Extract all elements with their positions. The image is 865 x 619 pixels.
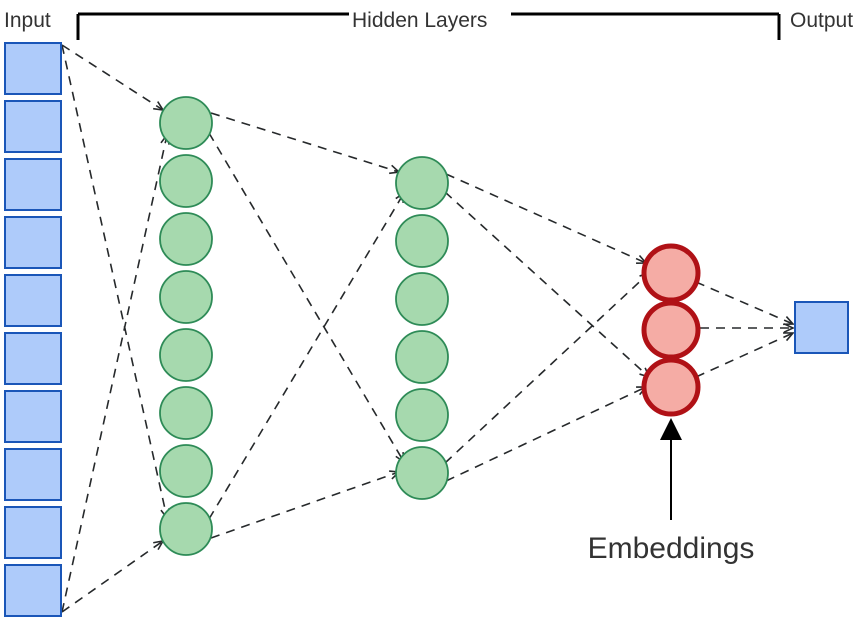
- input-node-3[interactable]: [4, 158, 62, 211]
- output-layer-label: Output: [790, 9, 853, 32]
- embedding-layer: [641, 243, 701, 417]
- input-node-2[interactable]: [4, 100, 62, 153]
- edge-hidden1-top-to-hidden2-bottom: [208, 132, 405, 463]
- input-node-5[interactable]: [4, 274, 62, 327]
- hidden-layer-2-node-3[interactable]: [395, 272, 449, 326]
- hidden-layer-2-node-2[interactable]: [395, 214, 449, 268]
- annotation-arrow-head: [660, 418, 682, 440]
- hidden-layer-2-node-5[interactable]: [395, 388, 449, 442]
- edge-hidden1-top-to-hidden2-top: [210, 112, 400, 173]
- input-node-7[interactable]: [4, 390, 62, 443]
- edge-hidden2-top-to-embedding-bottom: [444, 191, 650, 378]
- input-node-6[interactable]: [4, 332, 62, 385]
- input-node-1[interactable]: [4, 42, 62, 95]
- edge-input-bottom-to-hidden1-top: [61, 134, 168, 613]
- edge-arrowhead-0: [153, 101, 165, 112]
- edge-input-bottom-to-hidden1-bottom: [61, 540, 164, 613]
- edge-hidden2-top-to-embedding-top: [445, 173, 647, 264]
- hidden-layer-1-node-5[interactable]: [159, 328, 213, 382]
- edge-hidden2-bottom-to-embedding-top: [444, 272, 650, 464]
- edge-input-top-to-hidden1-bottom: [61, 44, 168, 519]
- hidden-layer-1-node-6[interactable]: [159, 386, 213, 440]
- embedding-layer-node-2[interactable]: [641, 300, 701, 360]
- embedding-layer-node-3[interactable]: [641, 357, 701, 417]
- hidden-layer-1-node-3[interactable]: [159, 212, 213, 266]
- hidden-layers-bracket: [76, 12, 781, 40]
- edge-hidden1-bottom-to-hidden2-bottom: [210, 471, 400, 539]
- edge-embedding-bottom-to-output: [695, 332, 794, 378]
- edge-arrowhead-13: [783, 323, 795, 333]
- input-node-4[interactable]: [4, 216, 62, 269]
- input-node-9[interactable]: [4, 506, 62, 559]
- embedding-layer-node-1[interactable]: [641, 243, 701, 303]
- hidden-layer-1-node-8[interactable]: [159, 502, 213, 556]
- hidden-layer-1-node-4[interactable]: [159, 270, 213, 324]
- hidden-layer-2-node-6[interactable]: [395, 446, 449, 500]
- hidden-layer-1-node-1[interactable]: [159, 96, 213, 150]
- input-layer: [4, 42, 62, 617]
- edge-input-top-to-hidden1-top: [61, 44, 164, 111]
- layer-nodes-group: [4, 42, 849, 617]
- hidden-layer-1-node-2[interactable]: [159, 154, 213, 208]
- output-layer: [794, 301, 849, 354]
- connection-edges-group: [61, 44, 795, 613]
- output-node[interactable]: [794, 301, 849, 354]
- embeddings-annotation-arrow: [660, 418, 682, 520]
- embeddings-annotation-label: Embeddings: [588, 532, 755, 565]
- edge-hidden2-bottom-to-embedding-bottom: [445, 386, 647, 482]
- input-node-10[interactable]: [4, 564, 62, 617]
- input-node-8[interactable]: [4, 448, 62, 501]
- edge-embedding-top-to-output: [695, 281, 794, 325]
- hidden-layers-label: Hidden Layers: [352, 9, 487, 32]
- hidden-layer-1-node-7[interactable]: [159, 444, 213, 498]
- edge-hidden1-bottom-to-hidden2-top: [208, 192, 405, 520]
- hidden-layer-2: [395, 156, 449, 500]
- hidden-layer-2-node-1[interactable]: [395, 156, 449, 210]
- hidden-layer-1: [159, 96, 213, 556]
- edge-arrowhead-14: [783, 332, 795, 342]
- input-layer-label: Input: [4, 9, 51, 32]
- hidden-layer-2-node-4[interactable]: [395, 330, 449, 384]
